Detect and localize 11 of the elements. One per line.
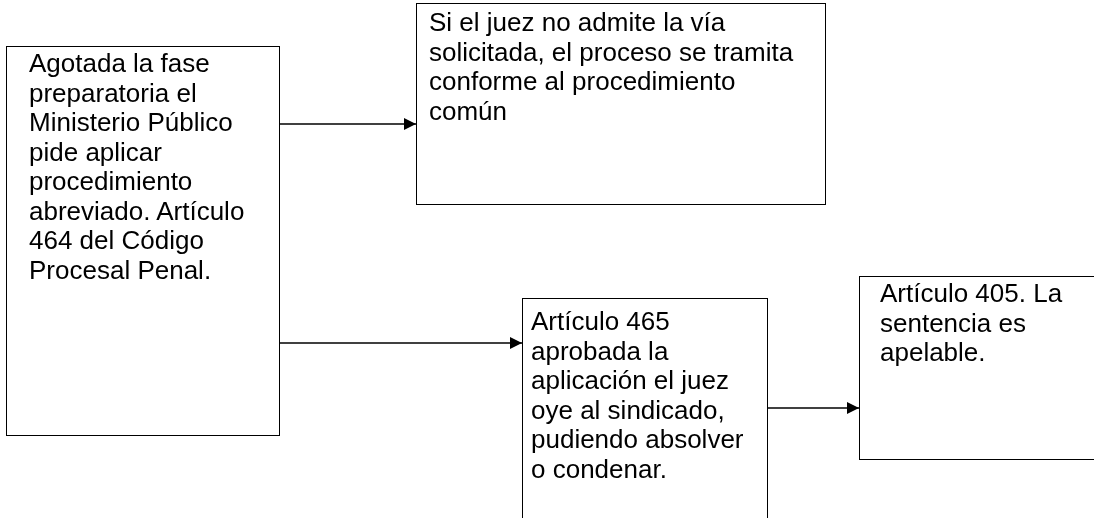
arrow [279,337,523,349]
box-text: Artículo 465 aprobada la aplicación el juez oye al sindicado, pudiendo absolver o condenar. [531,307,745,484]
arrow [279,118,417,130]
arrow [767,402,860,414]
process-box [522,298,768,518]
process-box [6,46,280,436]
box-text: Artículo 405. La sentencia es apelable. [880,279,1064,368]
process-box [859,276,1094,460]
process-box [416,3,826,205]
box-text: Si el juez no admite la vía solicitada, el proceso se tramita conforme al procedimiento común [429,8,795,126]
box-text: Agotada la fase preparatoria el Ministerio Público pide aplicar procedimiento abreviado. Artículo 464 del Código Procesal Penal. [29,49,246,285]
